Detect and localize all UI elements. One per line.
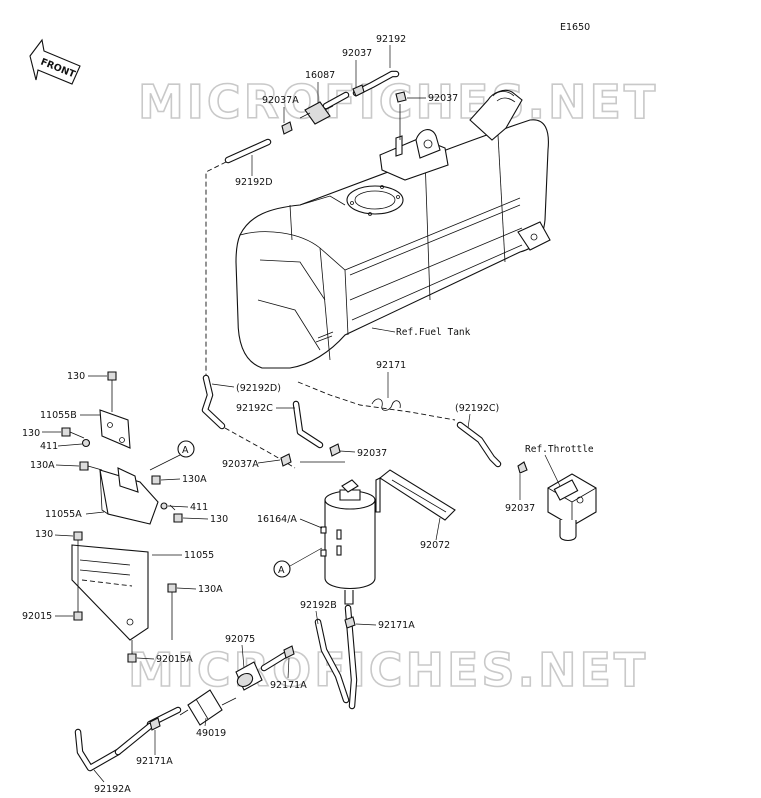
label-92037-mid: 92037	[357, 448, 387, 459]
label-11055A: 11055A	[45, 509, 82, 520]
bracket-assembly	[71, 409, 176, 641]
nut-92015A	[127, 640, 137, 663]
bolt-130-d	[73, 531, 83, 612]
watermark-bottom: MICROFICHES.NET	[128, 643, 648, 697]
label-92192: 92192	[376, 34, 406, 45]
bolt-130A-c	[167, 583, 177, 640]
label-16087: 16087	[305, 70, 335, 81]
label-11055B: 11055B	[40, 410, 77, 421]
vent-hose-middle	[201, 374, 528, 474]
label-130-c: 130	[210, 514, 228, 525]
label-49019: 49019	[196, 728, 226, 739]
bolt-130-a	[107, 371, 117, 412]
clamp-92037A-mid	[280, 453, 292, 467]
clamp-92037-top	[352, 84, 365, 97]
clamp-92171A-c	[149, 717, 161, 731]
front-arrow-icon: FRONT	[29, 38, 81, 85]
label-92072: 92072	[420, 540, 450, 551]
ref-throttle-label: Ref.Throttle	[525, 444, 594, 455]
label-92192B: 92192B	[300, 600, 337, 611]
vent-hose-top	[224, 70, 407, 164]
label-130A-c: 130A	[198, 584, 223, 595]
canister	[320, 479, 376, 605]
label-92037A-mid: 92037A	[222, 459, 259, 470]
label-92075: 92075	[225, 634, 255, 645]
clamp-92037A-top	[281, 121, 293, 135]
callout-a-bracket: A	[149, 440, 195, 471]
ref-code: E1650	[560, 22, 590, 33]
filter-92075	[235, 661, 263, 691]
callout-a-bracket-label: A	[182, 445, 189, 456]
label-130-d: 130	[35, 529, 53, 540]
bolt-130A-a	[79, 461, 103, 471]
label-92192D-paren: (92192D)	[236, 383, 281, 394]
callout-a-canister-label: A	[278, 565, 285, 576]
label-130A-a: 130A	[30, 460, 55, 471]
clamp-92171A-a	[344, 616, 356, 629]
label-92037-top: 92037	[342, 48, 372, 59]
label-130-b: 130	[22, 428, 40, 439]
label-130A-b: 130A	[182, 474, 207, 485]
label-92171A-c: 92171A	[136, 756, 173, 767]
label-92015A: 92015A	[156, 654, 193, 665]
label-92037-right-low: 92037	[505, 503, 535, 514]
label-92192A: 92192A	[94, 784, 131, 795]
clamp-92171A-b	[283, 645, 295, 659]
label-92037A-top: 92037A	[262, 95, 299, 106]
label-92192D: 92192D	[235, 177, 273, 188]
label-11055: 11055	[184, 550, 214, 561]
label-16164A: 16164/A	[257, 514, 297, 525]
canister-strap	[375, 469, 456, 521]
washer-411-a	[81, 438, 91, 448]
bolt-130A-b	[151, 475, 161, 485]
label-92015: 92015	[22, 611, 52, 622]
watermark-top: MICROFICHES.NET	[138, 75, 658, 129]
label-92192C: 92192C	[236, 403, 273, 414]
filter-49019	[179, 689, 237, 726]
throttle-body	[547, 473, 597, 542]
label-411-a: 411	[40, 441, 58, 452]
label-411-b: 411	[190, 502, 208, 513]
fuel-tank	[235, 89, 551, 369]
nut-92015	[73, 611, 83, 621]
clamp-92037-mid	[329, 443, 341, 457]
label-92171A-a: 92171A	[378, 620, 415, 631]
label-92171: 92171	[376, 360, 406, 371]
bolt-130-c	[173, 513, 183, 523]
bolt-130-b	[61, 427, 85, 439]
label-130-a: 130	[67, 371, 85, 382]
label-92037-right: 92037	[428, 93, 458, 104]
label-92192C-paren: (92192C)	[455, 403, 499, 414]
ref-fuel-tank-label: Ref.Fuel Tank	[396, 327, 471, 338]
clamp-92037-right-low	[517, 461, 528, 474]
washer-411-b	[160, 502, 168, 510]
callout-a-canister: A	[273, 547, 323, 578]
label-92171A-b: 92171A	[270, 680, 307, 691]
clamp-92037-right	[395, 91, 407, 103]
